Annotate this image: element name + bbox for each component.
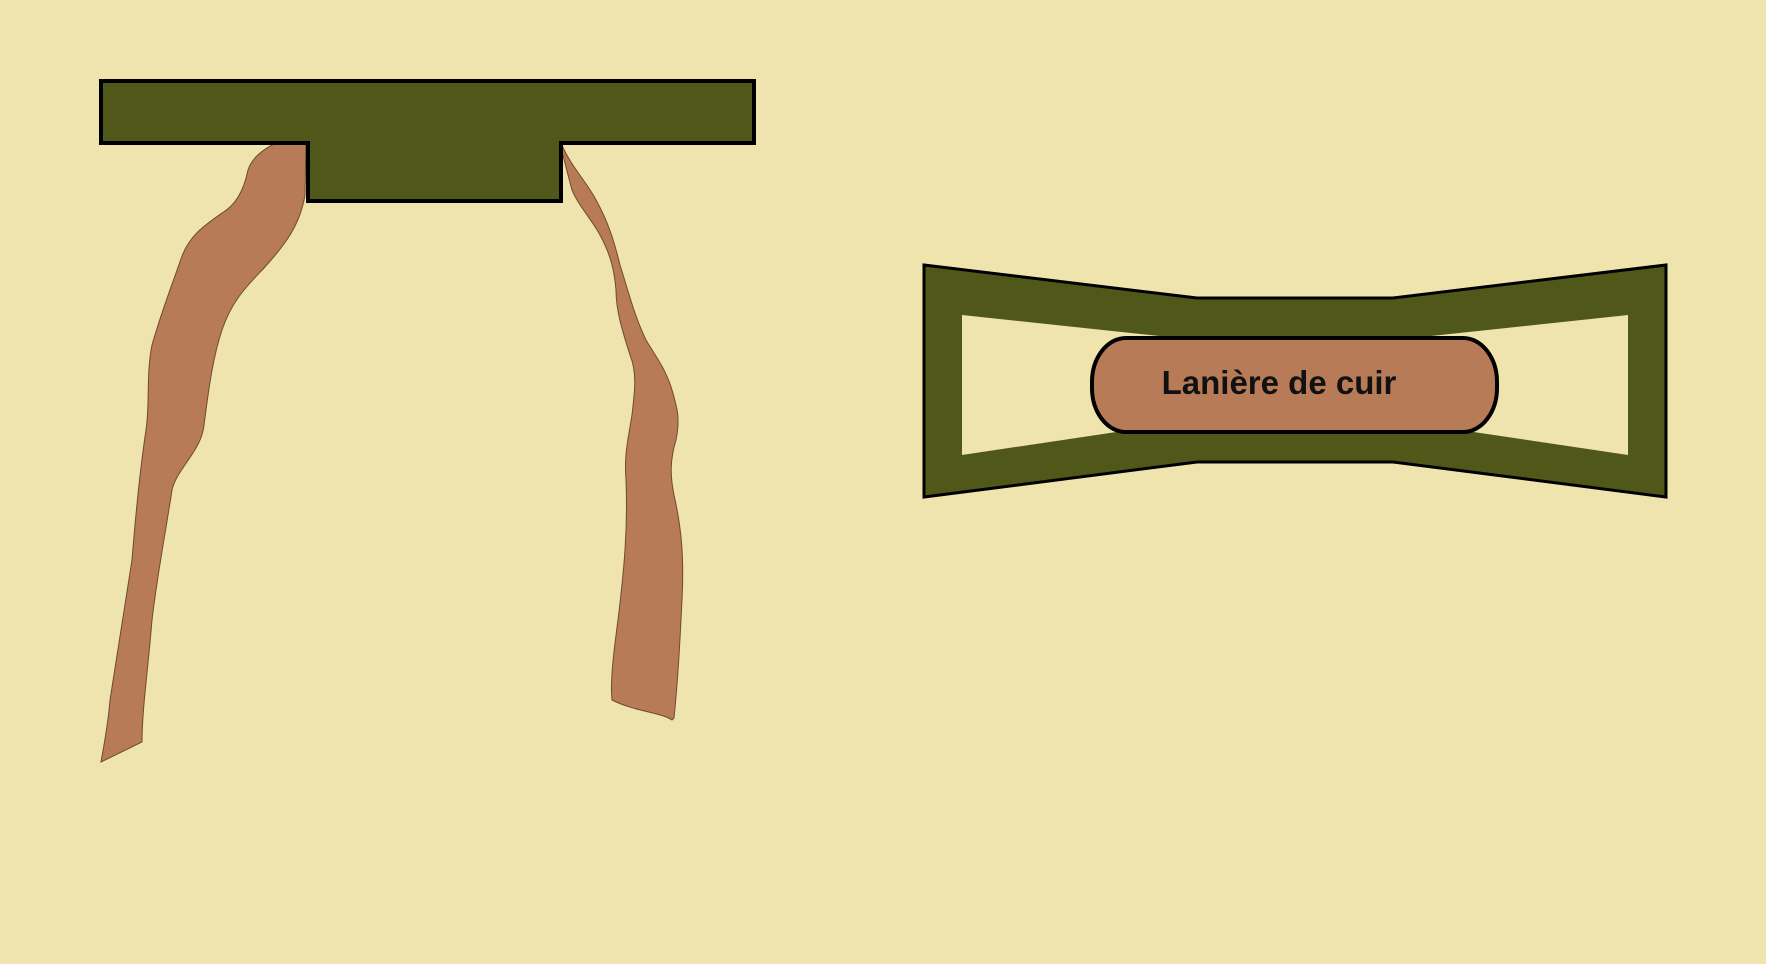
stool-top-view: Lanière de cuir (922, 263, 1668, 499)
right-leather-strap (559, 142, 684, 721)
leather-strap-top (1090, 336, 1499, 434)
leather-strap-label: Lanière de cuir (1162, 364, 1397, 401)
stool-front-view (99, 79, 756, 763)
left-leather-strap (100, 142, 307, 763)
seat-board (99, 79, 756, 203)
